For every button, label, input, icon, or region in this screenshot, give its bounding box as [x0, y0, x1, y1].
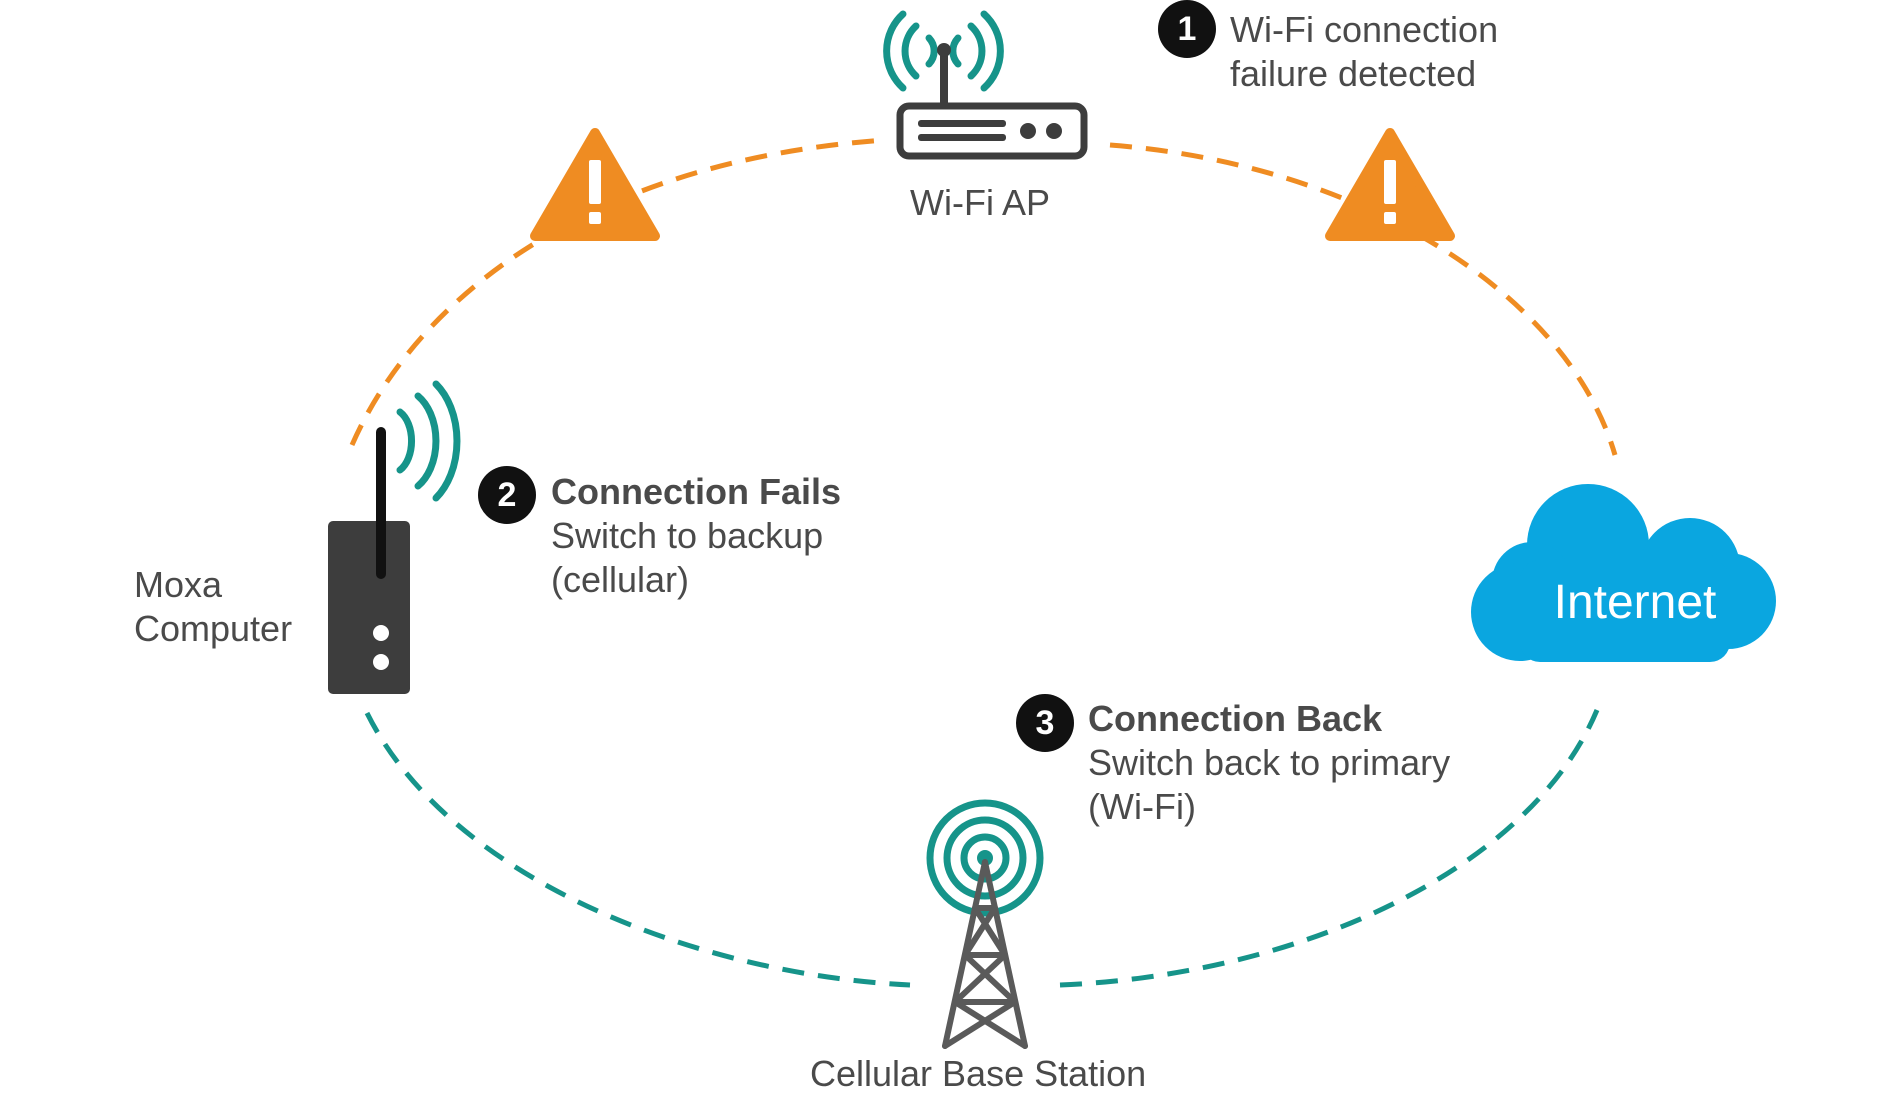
wifi-path-left-segment	[349, 137, 886, 447]
wifi-ap-router-icon	[883, 10, 1088, 160]
step-2-line2: Switch to backup	[551, 515, 824, 556]
warning-icon	[530, 128, 660, 241]
internet-cloud-icon	[1471, 484, 1776, 662]
cellular-path-left-segment	[364, 711, 911, 988]
step-3-title: Connection Back	[1088, 698, 1383, 739]
wifi-path-right-segment	[1109, 142, 1618, 456]
moxa-computer-icon	[328, 380, 461, 694]
step-1-badge: 1	[1158, 0, 1216, 58]
cellular-tower-icon	[926, 799, 1044, 1049]
step-2-line3: (cellular)	[551, 559, 690, 600]
signal-rings-icon	[926, 799, 1044, 917]
wifi-signal-icon	[396, 380, 461, 502]
cellular-path-right-segment	[1059, 709, 1600, 988]
warning-icon	[1325, 128, 1455, 241]
cellular-base-station-label: Cellular Base Station	[810, 1053, 1147, 1094]
wifi-path	[349, 137, 1618, 456]
moxa-computer-label: Moxa Computer	[134, 563, 292, 651]
step-3-badge: 3	[1016, 694, 1074, 752]
step-2-text: Connection Fails Switch to backup (cellu…	[551, 470, 841, 602]
step-3-line3: (Wi-Fi)	[1088, 786, 1196, 827]
moxa-computer-label-line1: Moxa	[134, 564, 223, 605]
moxa-computer-label-line2: Computer	[134, 608, 293, 649]
step-1-line2: failure detected	[1230, 53, 1477, 94]
step-2-title: Connection Fails	[551, 471, 842, 512]
step-2-badge: 2	[478, 466, 536, 524]
step-1-text: Wi-Fi connection failure detected	[1230, 8, 1498, 96]
wifi-ap-label: Wi-Fi AP	[910, 182, 1050, 223]
step-3-line2: Switch back to primary	[1088, 742, 1451, 783]
step-3-text: Connection Back Switch back to primary (…	[1088, 697, 1450, 829]
internet-label: Internet	[1553, 576, 1717, 629]
step-1-line1: Wi-Fi connection	[1230, 9, 1499, 50]
cellular-path	[364, 709, 1600, 988]
wifi-signal-icon	[883, 10, 1004, 92]
